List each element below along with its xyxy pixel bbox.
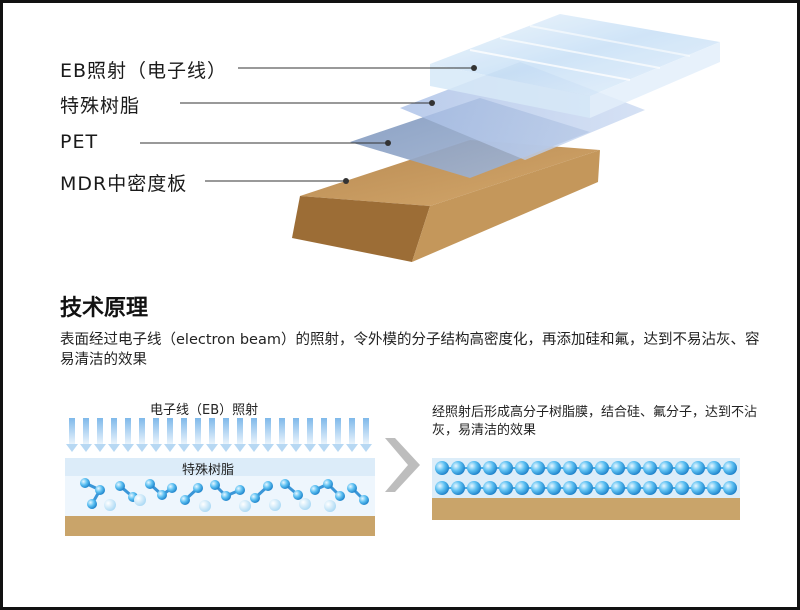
pet-pointer-dot bbox=[385, 140, 391, 146]
leader-lines bbox=[140, 67, 474, 182]
before-wood-base bbox=[65, 516, 375, 536]
before-resin-label: 特殊树脂 bbox=[182, 463, 235, 478]
after-diagram bbox=[432, 458, 740, 520]
label-mdr: MDR中密度板 bbox=[60, 173, 188, 195]
before-diagram bbox=[65, 418, 375, 536]
label-eb: EB照射（电子线） bbox=[60, 60, 228, 82]
eb-pointer-dot bbox=[471, 65, 477, 71]
eb-layer bbox=[430, 14, 720, 118]
principle-description: 表面经过电子线（electron beam）的照射，令外模的分子结构高密度化，再… bbox=[60, 332, 760, 368]
after-wood-base bbox=[432, 498, 740, 520]
principle-title: 技术原理 bbox=[60, 296, 149, 321]
mdr-pointer-dot bbox=[343, 178, 349, 184]
after-caption: 经照射后形成高分子树脂膜，结合硅、氟分子，达到不沾灰，易清洁的效果 bbox=[432, 405, 758, 438]
beam-label: 电子线（EB）照射 bbox=[150, 403, 259, 418]
label-pet: PET bbox=[60, 131, 99, 153]
transform-arrow bbox=[385, 438, 420, 492]
resin-pointer-dot bbox=[429, 100, 435, 106]
label-resin: 特殊树脂 bbox=[60, 95, 141, 117]
